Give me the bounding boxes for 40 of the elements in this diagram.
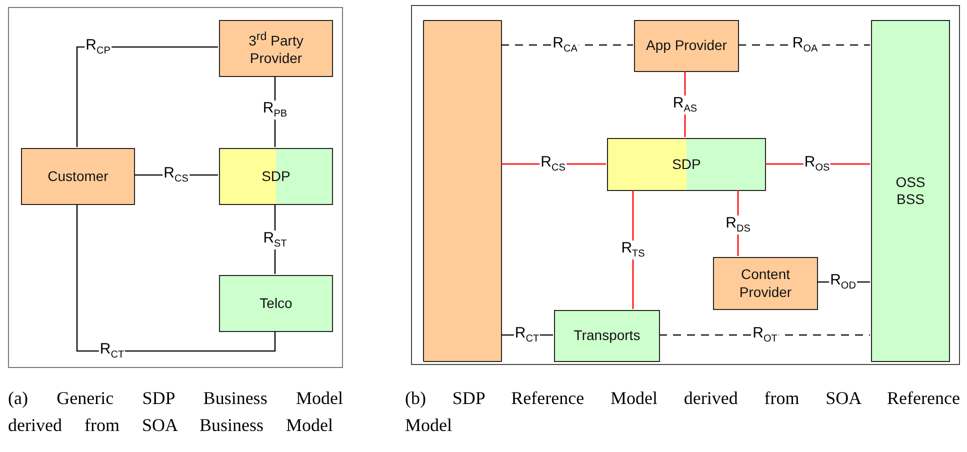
node-text: 3$^{rd}$ Party Provider [248, 30, 304, 68]
edge-label: R$_{OA}$ [791, 36, 819, 54]
edge-label: R$_{CS}$ [162, 166, 190, 184]
edge-label: R$_{TS}$ [620, 240, 646, 260]
panel-frame [8, 7, 343, 368]
process-box [634, 20, 739, 72]
process-box [554, 310, 660, 362]
node-text: OSS BSS [894, 174, 926, 208]
edge-label: R$_{CS}$ [540, 154, 566, 174]
node-text: SDP [262, 168, 290, 186]
edge-label: R$_{DS}$ [724, 216, 752, 234]
edge-label: R$_{OT}$ [752, 326, 778, 344]
figure-caption: (b) SDP Reference Model derived from SOA Reference Model [405, 387, 960, 437]
node-text: Transports [574, 327, 640, 345]
node-text: SDP [672, 156, 701, 174]
edge-label: R$_{PB}$ [262, 100, 288, 120]
connector-line [76, 46, 218, 147]
edge-label: R$_{CT}$ [98, 342, 126, 360]
panel-frame [411, 5, 960, 365]
process-box [21, 148, 135, 205]
process-box [871, 20, 950, 362]
process-box [219, 275, 333, 332]
edge-label: R$_{ST}$ [262, 230, 288, 250]
edge-label: R$_{CA}$ [552, 36, 578, 54]
connector-line [76, 204, 276, 352]
figure-caption: (a) Generic SDP Business Model derived from SOA Business Model [8, 387, 343, 437]
process-box [713, 257, 818, 310]
edge-label: R$_{OD}$ [829, 272, 857, 292]
process-box [219, 20, 333, 77]
edge-label: R$_{OS}$ [803, 154, 831, 174]
edge-label: R$_{CT}$ [514, 326, 540, 344]
node-text: Telco [260, 294, 292, 312]
process-box [219, 148, 333, 205]
bar-block [423, 20, 502, 362]
edge-label: R$_{CP}$ [84, 38, 112, 56]
node-text: Customer [48, 168, 108, 186]
node-text: App Provider [646, 37, 727, 55]
edge-label: R$_{AS}$ [672, 96, 698, 114]
node-text: Content Provider [738, 266, 793, 301]
process-box [607, 138, 766, 191]
